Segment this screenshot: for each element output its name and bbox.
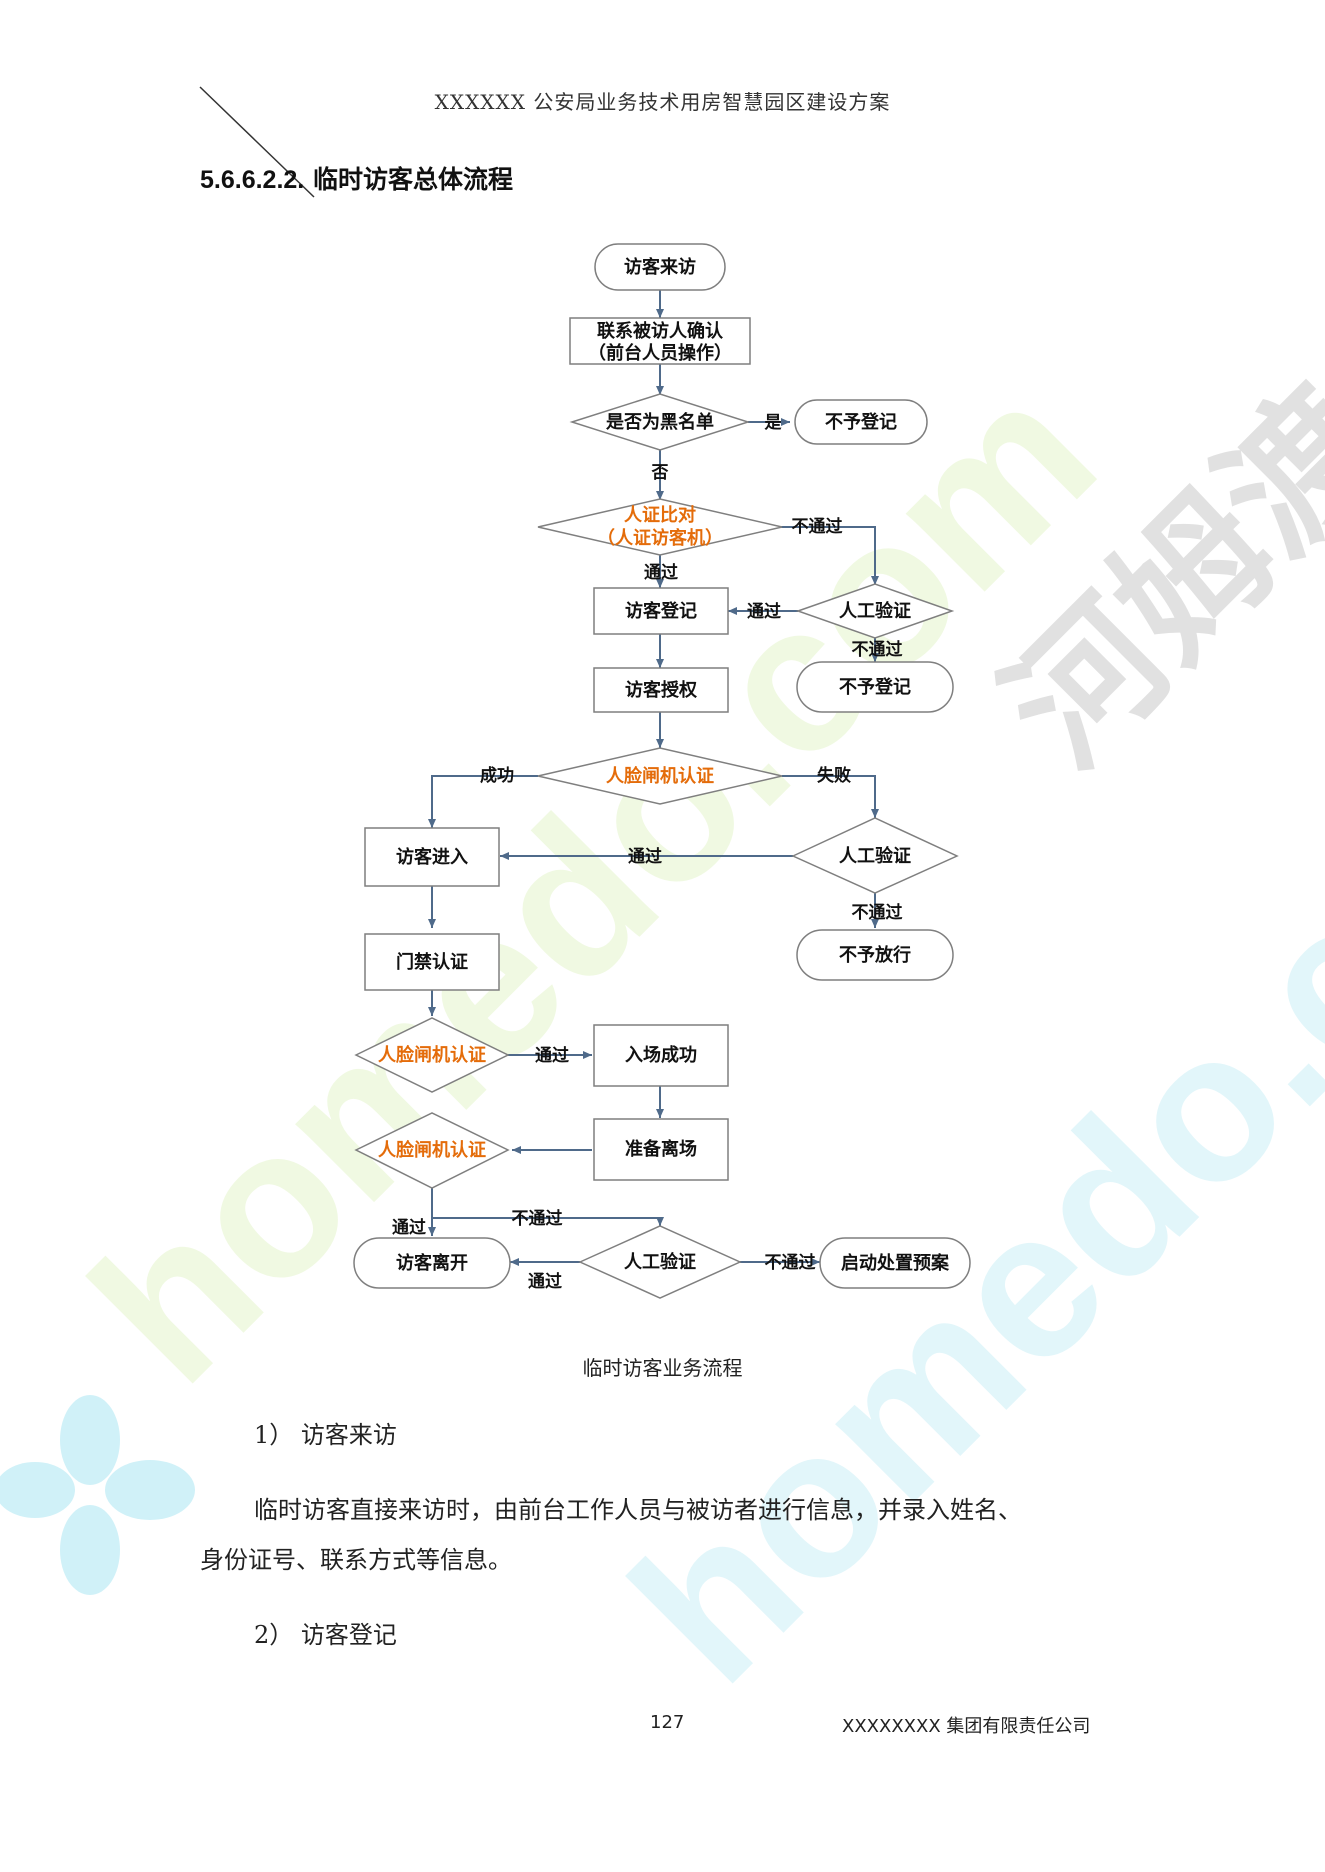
label-no: 否 [651,463,669,483]
watermark-flower-icon [0,1395,195,1595]
label-pass-6: 通过 [528,1272,562,1292]
node-start-shape [594,243,726,291]
node-facegate1-shape [537,747,783,805]
node-register: 访客登记 [625,600,697,622]
node-facegate3-shape [354,1112,510,1189]
node-manual1-shape [795,583,955,639]
edge-facegate-success [428,775,538,828]
label-fail-5: 不通过 [765,1253,816,1273]
label-pass-3: 通过 [628,847,662,867]
figure-caption: 临时访客业务流程 [582,1356,743,1380]
node-contact-line1: 联系被访人确认 [597,320,724,342]
label-fail-2: 不通过 [852,640,903,660]
node-facegate1: 人脸闸机认证 [606,765,714,787]
node-door: 门禁认证 [396,951,468,973]
node-manual2-shape [791,817,959,894]
node-leave: 访客离开 [396,1252,468,1274]
node-entry-shape [593,1024,729,1087]
node-noreg1: 不予登记 [825,411,897,433]
label-fail-4: 不通过 [512,1209,563,1229]
node-idcompare-line1: 人证比对 [624,504,696,526]
node-authorize-shape [593,667,729,713]
node-facegate3: 人脸闸机认证 [378,1139,486,1161]
node-manual1: 人工验证 [839,600,911,622]
edge-facegate-fail [782,775,879,818]
item2-heading: 2） 访客登记 [254,1621,397,1649]
node-emergency: 启动处置预案 [841,1252,950,1274]
node-start: 访客来访 [624,256,696,278]
label-yes: 是 [765,413,782,433]
label-fail-1: 不通过 [792,517,843,537]
node-blacklist-shape [569,393,751,451]
label-fail-3: 不通过 [852,903,903,923]
node-emergency-shape [819,1237,971,1289]
node-idcompare-shape [537,498,783,556]
node-leave-shape [353,1237,511,1289]
label-failure: 失败 [817,765,851,786]
node-door-shape [364,933,500,991]
node-nopass-shape [796,929,954,981]
footer-page-number: 127 [650,1712,685,1733]
page-header: XXXXXX 公安局业务技术用房智慧园区建设方案 [434,90,891,114]
node-authorize: 访客授权 [625,679,698,701]
node-noreg1-shape [794,399,928,445]
node-prepare: 准备离场 [625,1138,697,1160]
node-manual2: 人工验证 [839,845,911,867]
node-manual3-shape [578,1225,742,1299]
item1-line1: 临时访客直接来访时，由前台工作人员与被访者进行信息，并录入姓名、 [254,1496,1022,1524]
section-number: 5.6.6.2.2. [200,166,305,194]
node-prepare-shape [593,1118,729,1181]
node-entry: 入场成功 [625,1044,697,1066]
node-facegate2: 人脸闸机认证 [378,1044,486,1066]
node-noreg2: 不予登记 [839,676,911,698]
node-idcompare-line2: （人证访客机） [597,527,723,549]
node-facegate2-shape [354,1017,510,1093]
footer-company: XXXXXXXX 集团有限责任公司 [842,1716,1091,1737]
flowchart: 访客来访 联系被访人确认 （前台人员操作） 是否为黑名单 不予登记 人证比对 （… [353,243,971,1299]
section-heading: 临时访客总体流程 [312,165,513,194]
node-nopass: 不予放行 [839,944,911,966]
label-pass-2: 通过 [747,602,781,622]
section-title: 5.6.6.2.2. 临时访客总体流程 [200,160,513,196]
node-contact-shape [569,317,751,365]
edge-idcompare-fail [748,526,879,585]
item1-heading: 1） 访客来访 [254,1421,397,1449]
node-register-shape [593,587,729,635]
node-noreg2-shape [796,661,954,713]
header-corner-line [199,86,315,198]
label-pass-4: 通过 [535,1046,569,1066]
node-contact-line2: （前台人员操作） [588,342,732,364]
label-pass-5: 通过 [392,1218,426,1238]
node-enter-shape [364,827,500,887]
label-success: 成功 [480,765,514,786]
node-enter: 访客进入 [396,846,468,868]
node-blacklist: 是否为黑名单 [605,411,714,433]
node-manual3: 人工验证 [624,1251,696,1273]
item1-line2: 身份证号、联系方式等信息。 [200,1546,512,1574]
label-pass-1: 通过 [644,563,678,583]
